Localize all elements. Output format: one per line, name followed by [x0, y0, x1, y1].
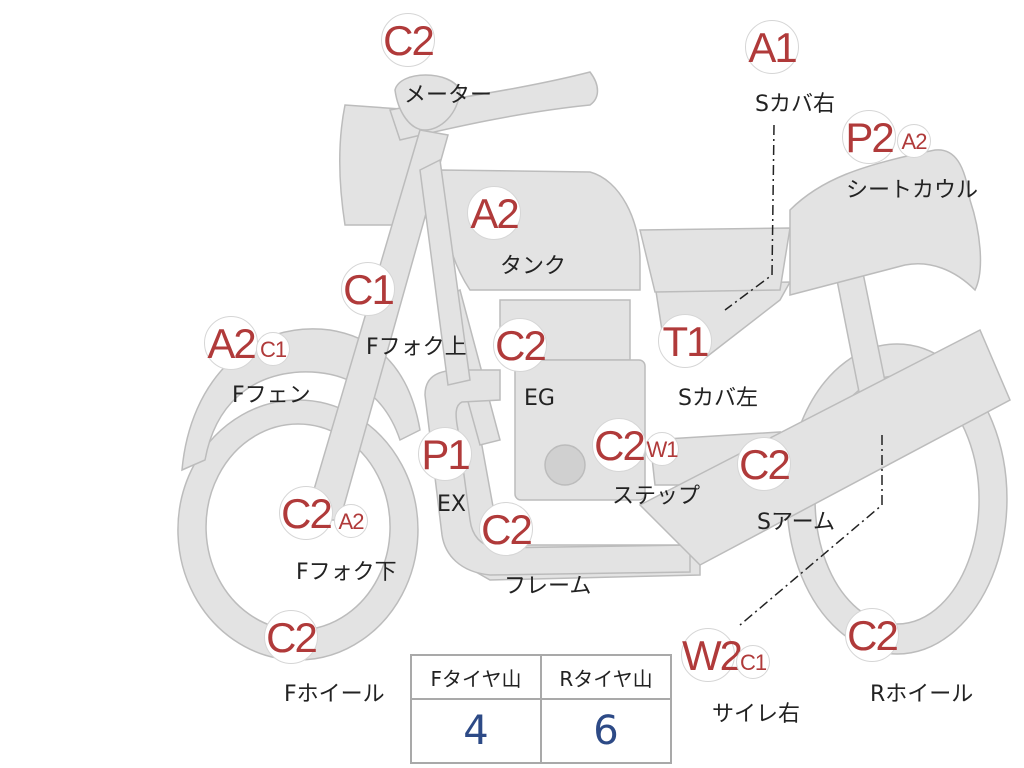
- grade-badge-small: C1: [256, 332, 290, 366]
- part-label-r-wheel: Rホイール: [870, 682, 974, 707]
- part-label-engine: EG: [524, 386, 555, 411]
- tire-tread-table: Fタイヤ山 Rタイヤ山 4 6: [410, 654, 672, 764]
- grade-badge-small: C1: [736, 645, 770, 679]
- grade-badge: P1: [418, 427, 472, 481]
- part-label-tank: タンク: [500, 254, 567, 279]
- grade-badge: C2: [381, 13, 435, 67]
- grade-badge-small: A2: [334, 504, 368, 538]
- part-label-meter: メーター: [404, 83, 493, 108]
- grade-badge: C1: [341, 262, 395, 316]
- silencer-shape: [638, 328, 1011, 566]
- part-label-s-cover-left: Sカバ左: [678, 386, 758, 411]
- part-label-f-fork-upper: Fフォク上: [366, 335, 467, 360]
- grade-badge: W2: [681, 628, 743, 682]
- rear-frame-shape: [639, 227, 791, 293]
- part-label-exhaust: EX: [437, 492, 466, 517]
- grade-badge: A1: [745, 20, 799, 74]
- part-label-seat-cowl: シートカウル: [846, 178, 979, 203]
- part-label-step: ステップ: [612, 484, 701, 509]
- grade-badge: C2: [264, 610, 318, 664]
- grade-badge-small: W1: [645, 432, 679, 466]
- grade-badge-small: A2: [897, 124, 931, 158]
- part-label-f-fender: Fフェン: [232, 383, 311, 408]
- down-tube-shape: [419, 158, 471, 386]
- grade-badge: T1: [658, 314, 712, 368]
- grade-badge: P2: [842, 110, 896, 164]
- leader-line-s-cover-right: [724, 124, 775, 311]
- front-tire-header: Fタイヤ山: [410, 654, 542, 700]
- grade-badge: A2: [204, 316, 258, 370]
- seat-cowl-shape: [789, 149, 982, 296]
- rear-tire-header: Rタイヤ山: [540, 654, 672, 700]
- part-label-f-wheel: Fホイール: [284, 682, 385, 707]
- grade-badge: C2: [493, 318, 547, 372]
- engine-cover-shape: [544, 444, 586, 486]
- grade-badge: C2: [737, 437, 791, 491]
- grade-badge: C2: [592, 418, 646, 472]
- part-label-s-arm: Sアーム: [757, 510, 835, 535]
- leader-line-silencer-right: [739, 435, 883, 626]
- grade-badge: C2: [479, 502, 533, 556]
- grade-badge: A2: [467, 186, 521, 240]
- part-label-silencer-right: サイレ右: [712, 702, 801, 727]
- part-label-s-cover-right: Sカバ右: [755, 92, 835, 117]
- grade-badge: C2: [279, 486, 333, 540]
- grade-badge: C2: [845, 608, 899, 662]
- meter-shape: [394, 74, 461, 131]
- part-label-frame: フレーム: [504, 574, 592, 599]
- front-tire-value: 4: [410, 698, 542, 764]
- rear-tire-value: 6: [540, 698, 672, 764]
- part-label-f-fork-lower: Fフォク下: [296, 560, 397, 585]
